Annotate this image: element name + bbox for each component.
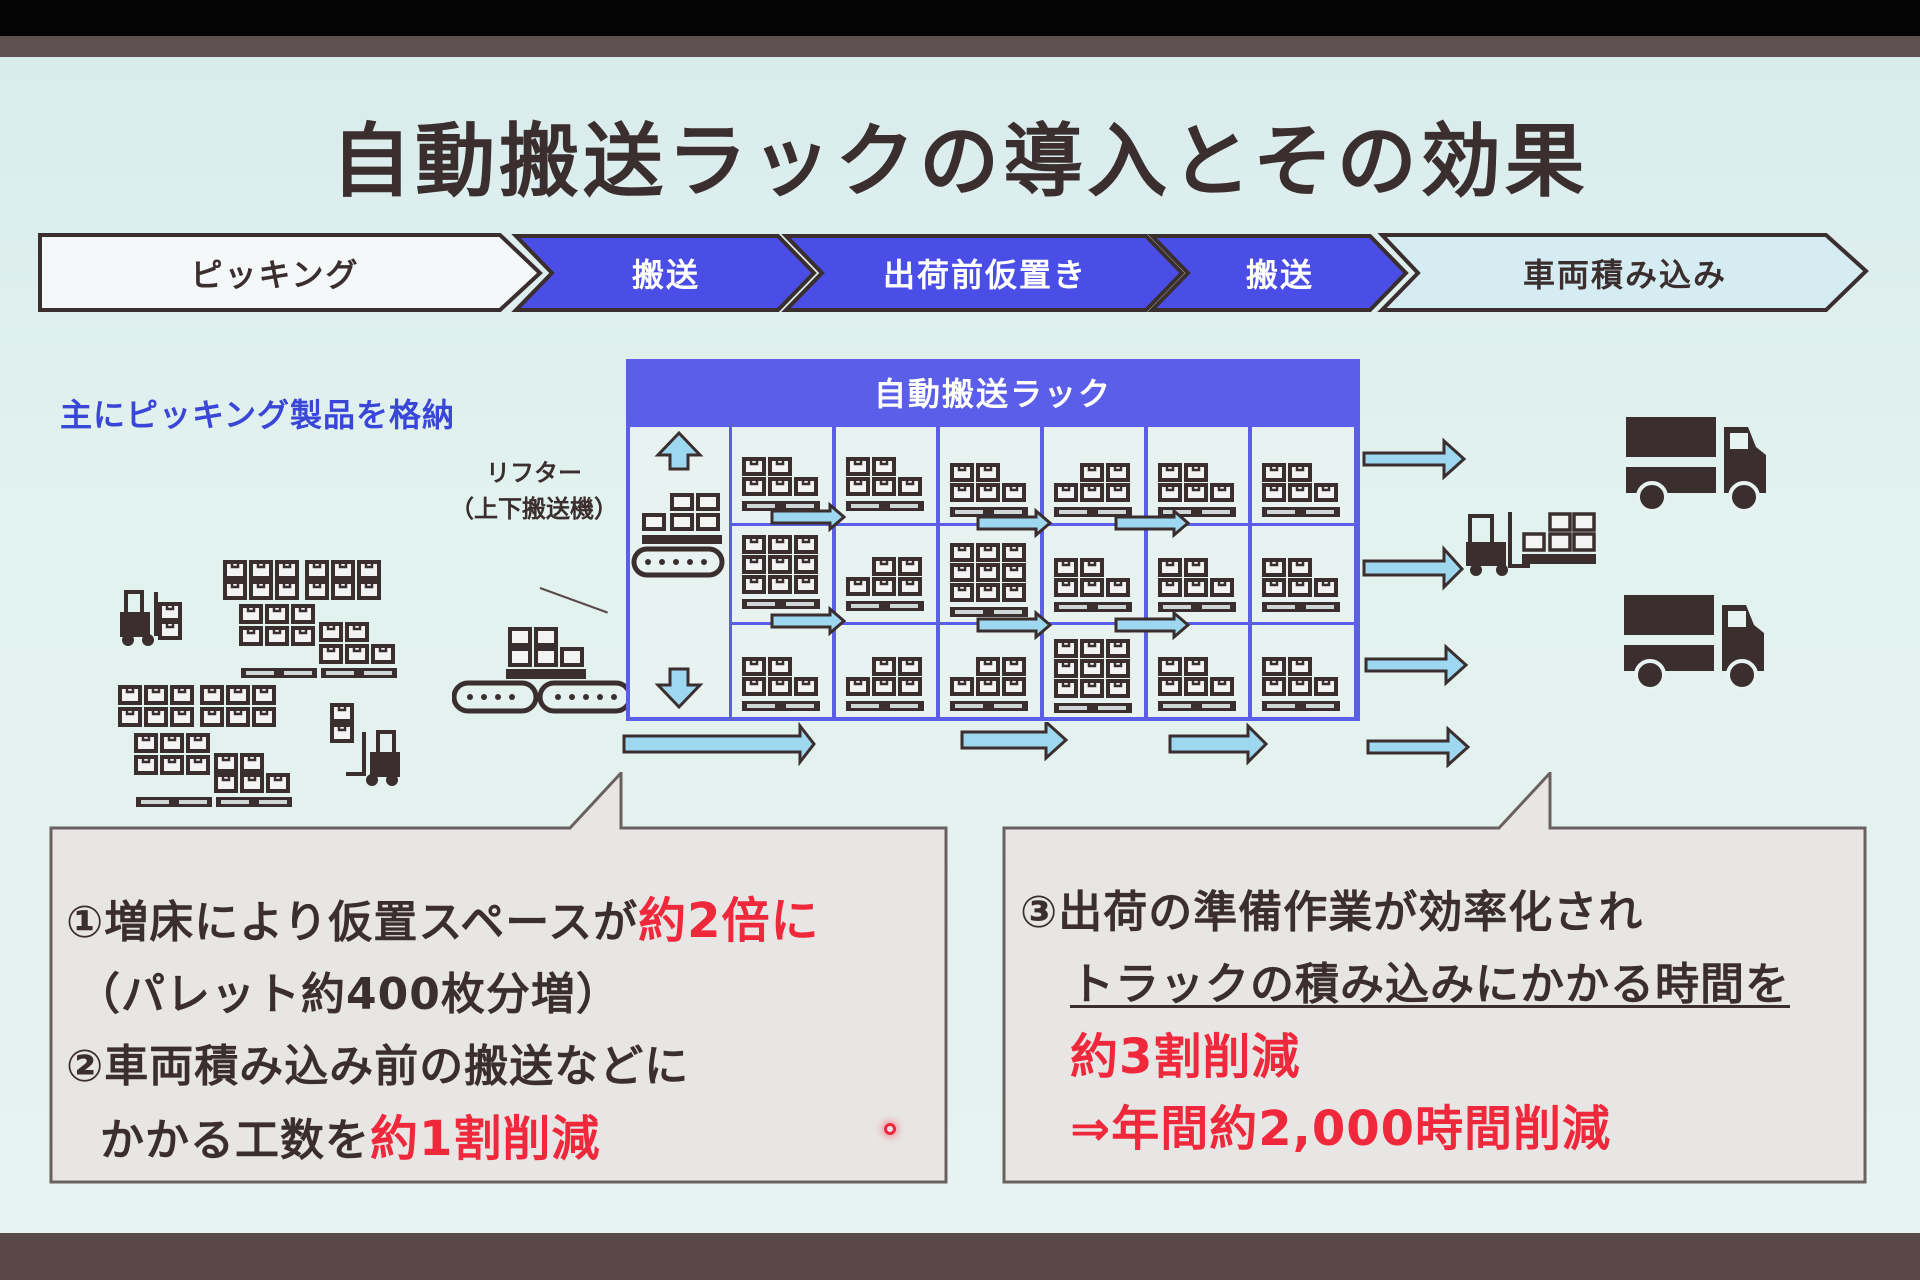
right-arrow-icon (622, 722, 816, 767)
screen-frame-bottom (0, 1233, 1920, 1280)
chevron-shape (38, 233, 543, 312)
truck-icon (1624, 595, 1764, 691)
rack-title: 自動搬送ラック (873, 375, 1112, 413)
process-step-picking: ピッキング (38, 233, 543, 312)
chevron-shape (1377, 233, 1869, 312)
effect-3-highlight-1: 約3割削減 (1070, 1029, 1301, 1085)
effect-2: かかる工数を約1割削減 (100, 1111, 601, 1167)
forklift-icon (346, 730, 400, 786)
laser-pointer-dot (884, 1123, 896, 1135)
auto-transport-rack: 自動搬送ラック (626, 359, 1360, 721)
down-arrow-icon (654, 667, 704, 710)
callout-right-bubble (1002, 772, 1867, 1184)
lifter-label-line1: リフター (486, 459, 582, 487)
step-label: 車両積み込み (1522, 255, 1727, 294)
effect-1-note: （パレット約400枚分増） (76, 969, 621, 1020)
right-arrow-icon (1366, 725, 1471, 769)
step-label: 搬送 (631, 255, 700, 294)
rack-cells (732, 427, 1354, 717)
chevron-shape (1147, 234, 1409, 312)
callout-left-bubble (49, 772, 948, 1184)
forklift-icon (120, 590, 182, 646)
callout-right-text: ③出荷の準備作業が効率化され トラックの積み込みにかかる時間を 約3割削減 ⇒年… (1020, 877, 1860, 1165)
effect-1: ①増床により仮置スペースが約2倍に (66, 893, 820, 949)
right-arrow-icon (1362, 545, 1465, 591)
right-arrow-icon (960, 722, 1069, 762)
slide: 自動搬送ラックの導入とその効果 ピッキング 搬送 出荷前仮置き 搬送 車両積み込… (0, 57, 1920, 1233)
process-step-transport-1: 搬送 (511, 233, 817, 312)
lifter-label-line2: （上下搬送機） (450, 495, 618, 523)
lifter-column (630, 427, 729, 717)
lifter-leader-line (539, 587, 608, 614)
warehouse-illustration (118, 560, 400, 807)
step-label: 搬送 (1245, 255, 1314, 294)
right-arrow-icon (1362, 437, 1467, 481)
slide-title: 自動搬送ラックの導入とその効果 (331, 115, 1589, 208)
exit-flow-arrows (1362, 437, 1471, 769)
lifter-label: リフター （上下搬送機） (450, 455, 618, 527)
chevron-shape (511, 234, 817, 312)
effect-2-highlight: 約1割削減 (370, 1111, 601, 1167)
right-arrow-icon (1364, 643, 1469, 687)
effect-3-line1: ③出荷の準備作業が効率化され (1020, 887, 1644, 938)
forklift-icon (1466, 512, 1596, 576)
screen-frame-top (0, 36, 1920, 57)
truck-icon (1626, 417, 1766, 513)
storage-note: 主にピッキング製品を格納 (60, 396, 456, 434)
right-arrow-icon (1168, 722, 1269, 766)
conveyor-icon (452, 627, 632, 714)
step-label: 出荷前仮置き (882, 255, 1087, 294)
process-step-transport-2: 搬送 (1147, 233, 1409, 312)
step-label: ピッキング (190, 255, 360, 294)
chevron-shape (781, 234, 1185, 312)
up-arrow-icon (654, 430, 704, 471)
effect-1-highlight: 約2倍に (638, 893, 820, 949)
callout-left-text: ①増床により仮置スペースが約2倍に （パレット約400枚分増） ②車両積み込み前… (66, 885, 936, 1177)
effect-2-line1: ②車両積み込み前の搬送などに (66, 1041, 690, 1092)
screen-top-border (0, 0, 1920, 36)
process-step-loading: 車両積み込み (1377, 233, 1869, 312)
bottom-flow-arrows (622, 722, 1269, 767)
effect-3-highlight-2: ⇒年間約2,000時間削減 (1070, 1101, 1612, 1157)
effect-3-line2: トラックの積み込みにかかる時間を (1070, 959, 1790, 1010)
lifter-illustration (631, 430, 725, 710)
process-step-staging: 出荷前仮置き (781, 233, 1185, 312)
